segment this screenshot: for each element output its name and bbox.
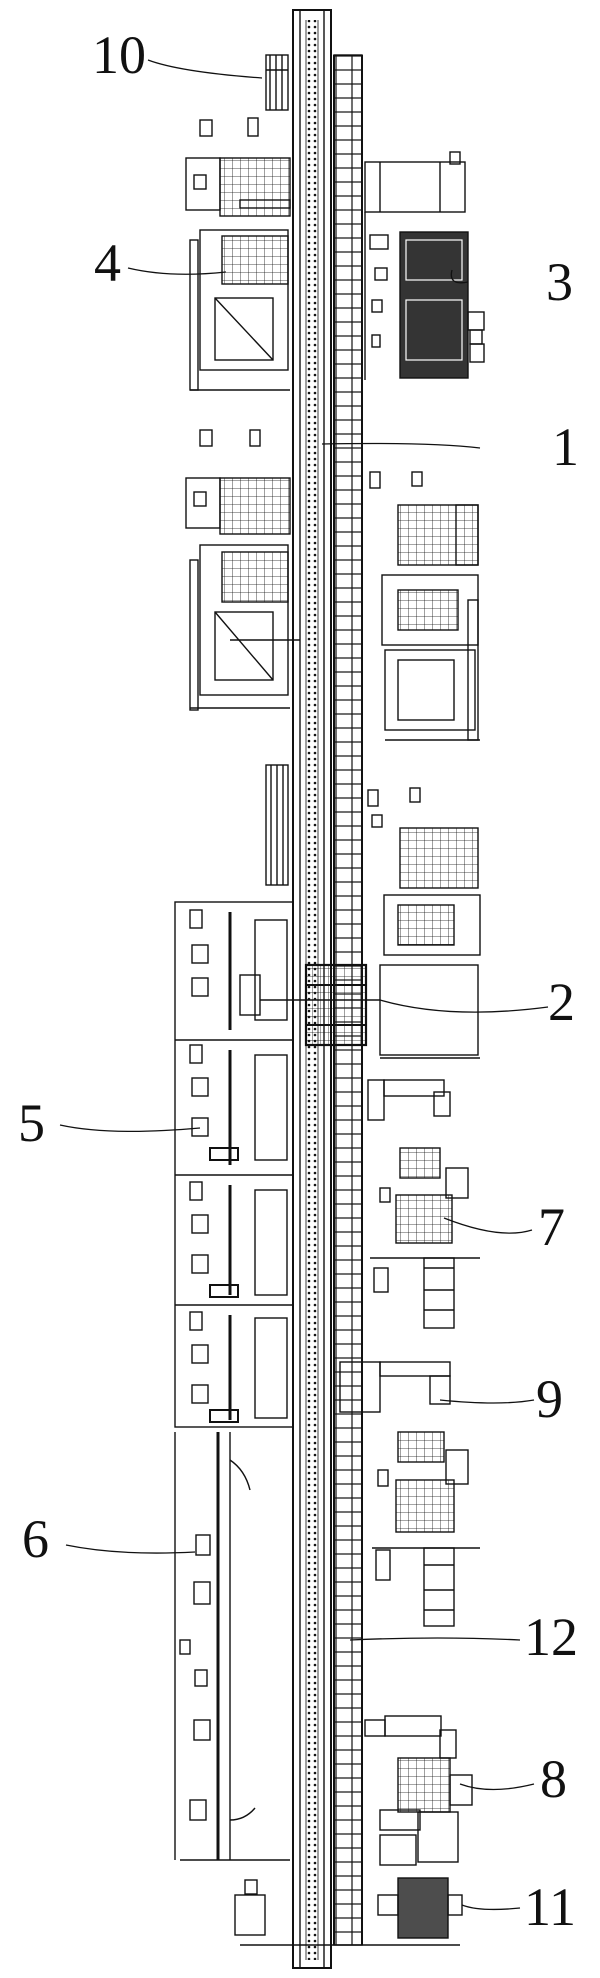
callout-1: 1 (552, 417, 579, 477)
callout-6: 6 (22, 1509, 49, 1569)
left-cell-2 (185, 429, 300, 711)
callout-12: 12 (524, 1607, 578, 1667)
callout-3: 3 (546, 252, 573, 312)
leader-lines (59, 59, 549, 1911)
left-cell-1 (185, 117, 291, 391)
lower-right-unit-8 (364, 1715, 473, 1866)
lower-left-conveyor (174, 1432, 290, 1861)
callout-4: 4 (94, 233, 121, 293)
right-robot-cell-9 (339, 1361, 480, 1627)
storage-rack-mid (265, 764, 289, 886)
callout-11: 11 (524, 1877, 576, 1937)
bottom-unit-11 (234, 1877, 463, 1946)
callout-2: 2 (548, 972, 575, 1032)
right-cell-3 (367, 787, 481, 1059)
right-top-unit (364, 151, 485, 380)
storage-rack-top (265, 54, 289, 111)
callout-8: 8 (540, 1749, 567, 1809)
callout-10: 10 (92, 25, 146, 85)
left-stations (174, 901, 294, 1428)
right-robot-cell-7 (367, 1079, 480, 1329)
callout-9: 9 (536, 1369, 563, 1429)
callout-5: 5 (18, 1093, 45, 1153)
right-cell-2 (369, 471, 480, 741)
transfer-carriage (260, 963, 380, 1047)
callout-7: 7 (538, 1197, 565, 1257)
